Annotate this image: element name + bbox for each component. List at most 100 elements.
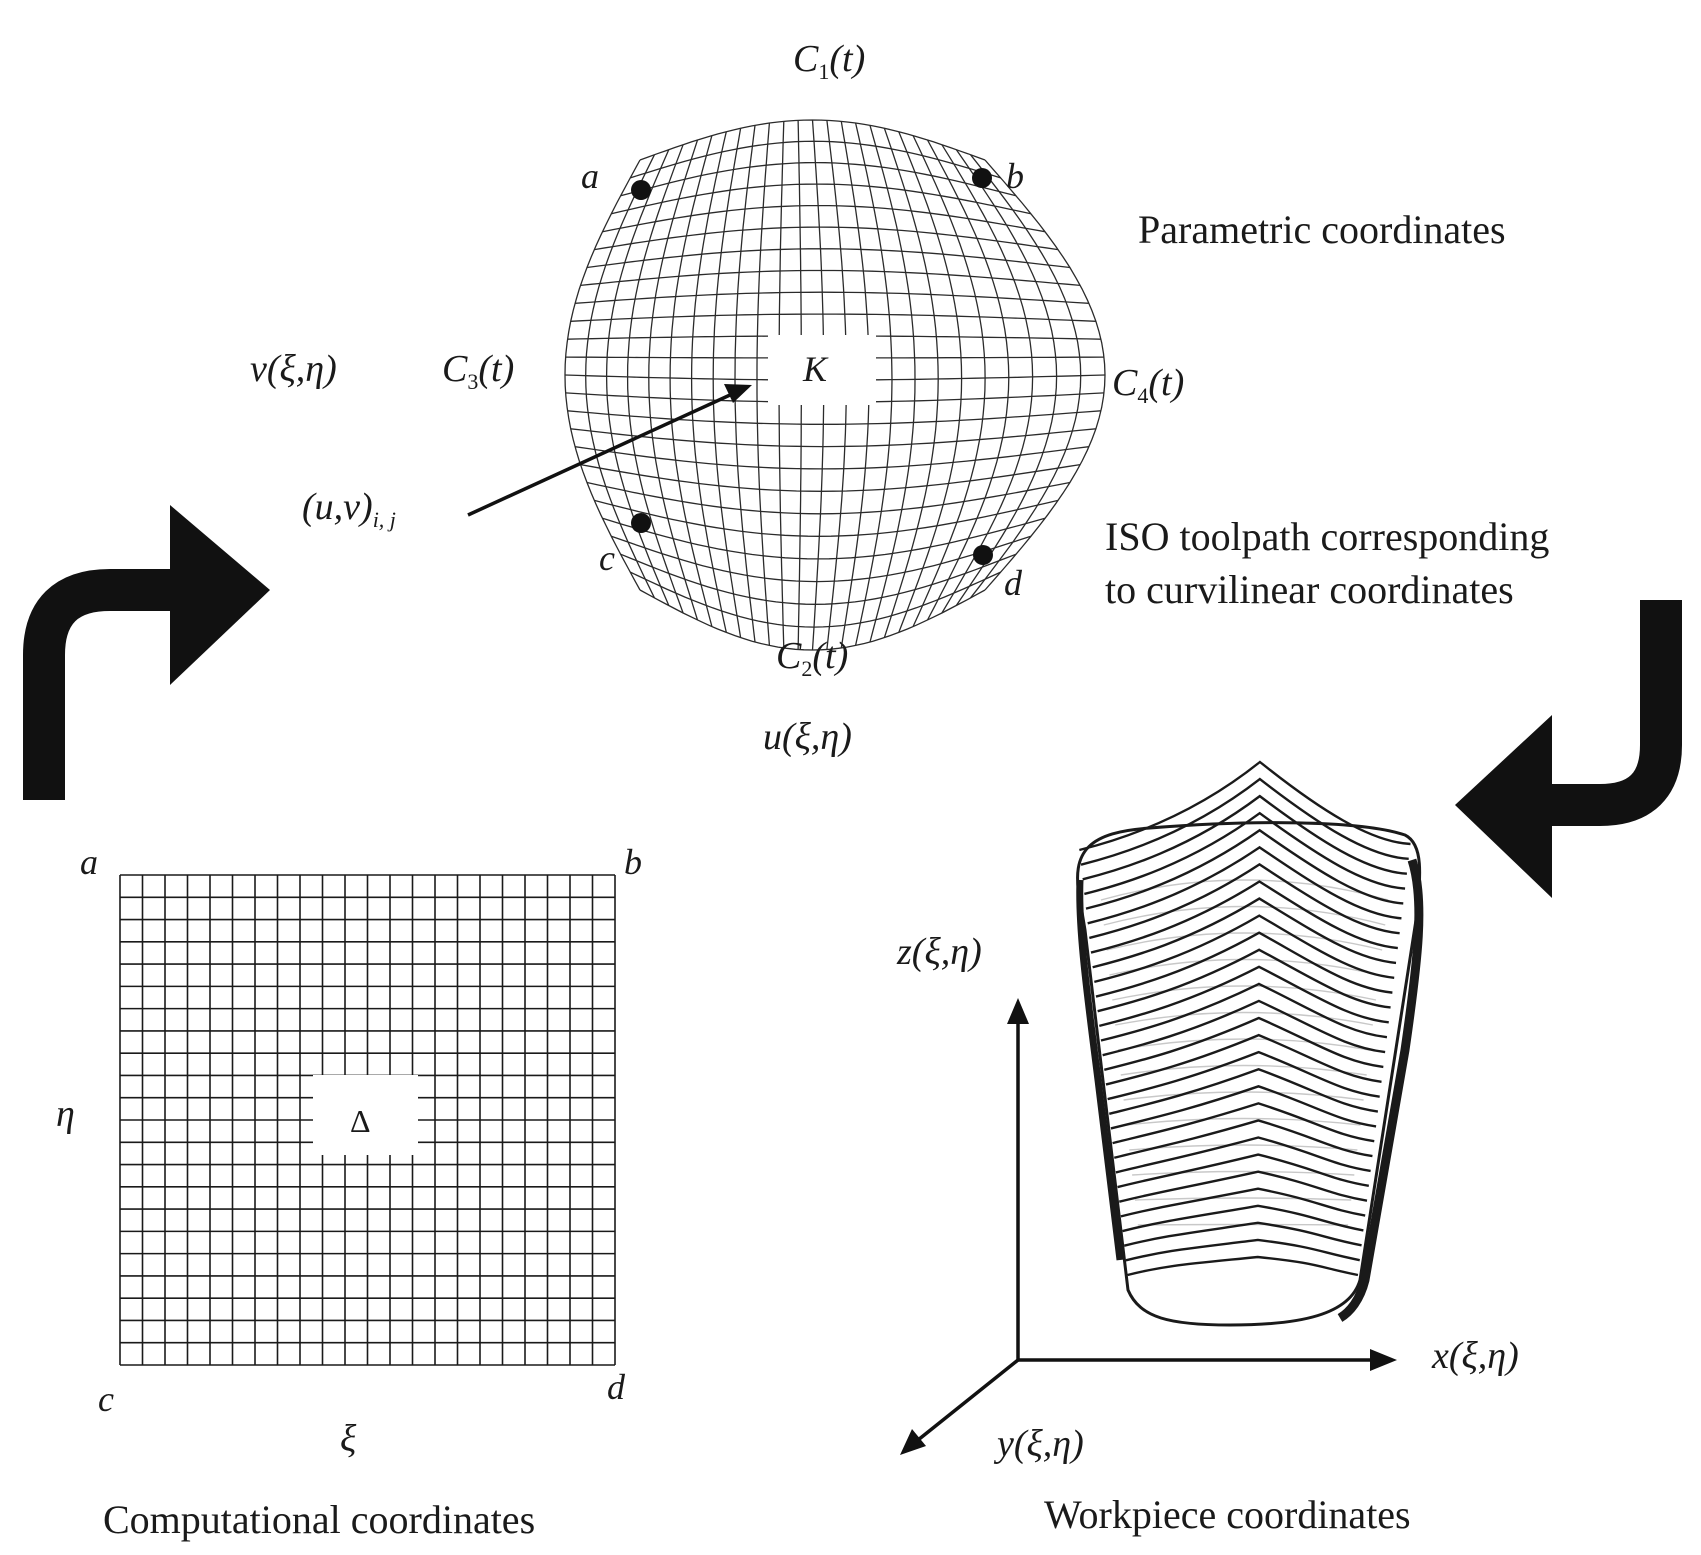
mesh-line-v (648, 139, 699, 621)
toolpath-contour (1094, 914, 1395, 984)
toolpath-contour (1090, 880, 1398, 954)
parametric-corner-a-label: a (581, 156, 599, 196)
mesh-line-v (712, 128, 742, 638)
mesh-line-h (580, 463, 1081, 492)
computational-corner-a-label: a (80, 842, 98, 882)
corner-point-a (631, 180, 651, 200)
mesh-line-v (756, 122, 771, 646)
mesh-line-h (574, 446, 1089, 470)
mesh-line-h (630, 140, 1001, 179)
curve-c3-label: C3(t) (442, 348, 515, 394)
toolpath-contour (1123, 1221, 1362, 1247)
toolpath-contour (1095, 931, 1393, 998)
toolpath-contour (1112, 1102, 1375, 1145)
toolpath-contour (1110, 1085, 1377, 1130)
toolpath-contour (1097, 948, 1391, 1013)
mesh-line-v (898, 131, 963, 633)
toolpath-contour (1084, 811, 1406, 896)
workpiece-coordinates-title: Workpiece coordinates (1044, 1492, 1411, 1537)
ghost-contour (1126, 1117, 1361, 1126)
v-function-label: v(ξ,η) (250, 348, 337, 390)
curved-arrow-left (23, 569, 180, 800)
curve-c2-label: C2(t) (776, 635, 849, 681)
toolpath-contour (1082, 794, 1407, 881)
toolpath-caption-line-1: ISO toolpath corresponding (1105, 514, 1550, 559)
axis-x-arrowhead (1370, 1349, 1397, 1371)
mesh-line-h (602, 517, 1046, 560)
mesh-node-label: (u,v)i, j (302, 486, 396, 532)
mesh-line-h (574, 291, 1089, 304)
toolpath-contour (1125, 1238, 1360, 1262)
parametric-corner-c-label: c (599, 538, 615, 578)
parametric-hole (768, 335, 876, 405)
curve-c4-label: C4(t) (1112, 362, 1185, 408)
node-pointer-arrowhead (724, 384, 752, 403)
mesh-line-v (690, 131, 727, 633)
toolpath-contour (1122, 1204, 1364, 1233)
toolpath-contour (1108, 1067, 1379, 1115)
u-function-label: u(ξ,η) (763, 716, 852, 758)
ghost-contour (1112, 985, 1377, 1001)
mesh-line-h (611, 535, 1032, 583)
axis-y-line (916, 1358, 1020, 1442)
toolpath-contour (1105, 1033, 1382, 1086)
ghost-contour (1132, 1170, 1355, 1176)
axis-z-label: z(ξ,η) (897, 931, 982, 973)
workpiece-edge-shade (1337, 858, 1424, 1322)
workpiece-toolpath (1076, 760, 1424, 1327)
curved-arrow-right-head (1455, 715, 1552, 898)
toolpath-contour (1120, 1187, 1366, 1218)
ghost-contour (1134, 1197, 1352, 1201)
workpiece-outline (1076, 821, 1422, 1327)
toolpath-contour (1092, 897, 1397, 969)
xi-axis-label: ξ (340, 1418, 357, 1460)
mesh-line-h (620, 553, 1017, 605)
axis-y-label: y(ξ,η) (997, 1423, 1084, 1465)
toolpath-contour (1089, 862, 1400, 940)
mesh-line-h (629, 571, 1001, 628)
toolpath-contour (1102, 999, 1386, 1057)
toolpath-contour (1127, 1255, 1359, 1277)
corner-point-c (631, 513, 651, 533)
computational-hole-label: Δ (350, 1103, 371, 1139)
axis-z-arrowhead (1007, 998, 1029, 1024)
mesh-line-h (594, 226, 1059, 251)
toolpath-contour (1113, 1119, 1373, 1159)
toolpath-contour (1118, 1170, 1368, 1203)
mesh-line-v (734, 125, 756, 643)
mesh-line-h (602, 204, 1046, 233)
toolpath-contour (1115, 1136, 1371, 1174)
mesh-line-h (580, 269, 1081, 287)
computational-corner-d-label: d (607, 1367, 625, 1407)
computational-corner-b-label: b (624, 842, 642, 882)
axis-x-label: x(ξ,η) (1432, 1335, 1519, 1377)
toolpath-caption-line-2: to curvilinear coordinates (1105, 567, 1514, 612)
curve-c1-label: C1(t) (793, 38, 866, 84)
computational-corner-c-label: c (98, 1379, 114, 1419)
toolpath-contour (1100, 982, 1388, 1042)
mesh-line-h (567, 410, 1101, 425)
mesh-line-h (586, 481, 1071, 515)
workpiece-edge-shade-left (1076, 879, 1124, 1261)
computational-hole (313, 1075, 418, 1155)
ghost-contour (1100, 879, 1389, 901)
mesh-line-h (586, 248, 1070, 269)
parametric-corner-b-label: b (1006, 156, 1024, 196)
axis-y-arrowhead (900, 1429, 926, 1455)
toolpath-contour (1080, 777, 1409, 866)
toolpath-contour (1117, 1153, 1370, 1189)
mesh-line-h (639, 119, 986, 161)
mesh-line-h (611, 183, 1032, 215)
computational-coordinates-title: Computational coordinates (103, 1497, 536, 1542)
parametric-corner-d-label: d (1004, 563, 1022, 603)
toolpath-contour (1085, 828, 1404, 910)
mesh-line-h (570, 313, 1096, 322)
mesh-line-h (594, 499, 1059, 537)
mesh-line-h (570, 428, 1096, 448)
eta-axis-label: η (56, 1093, 75, 1135)
toolpath-contour (1087, 845, 1402, 925)
corner-point-b (972, 168, 992, 188)
ghost-contour (1120, 1064, 1367, 1076)
